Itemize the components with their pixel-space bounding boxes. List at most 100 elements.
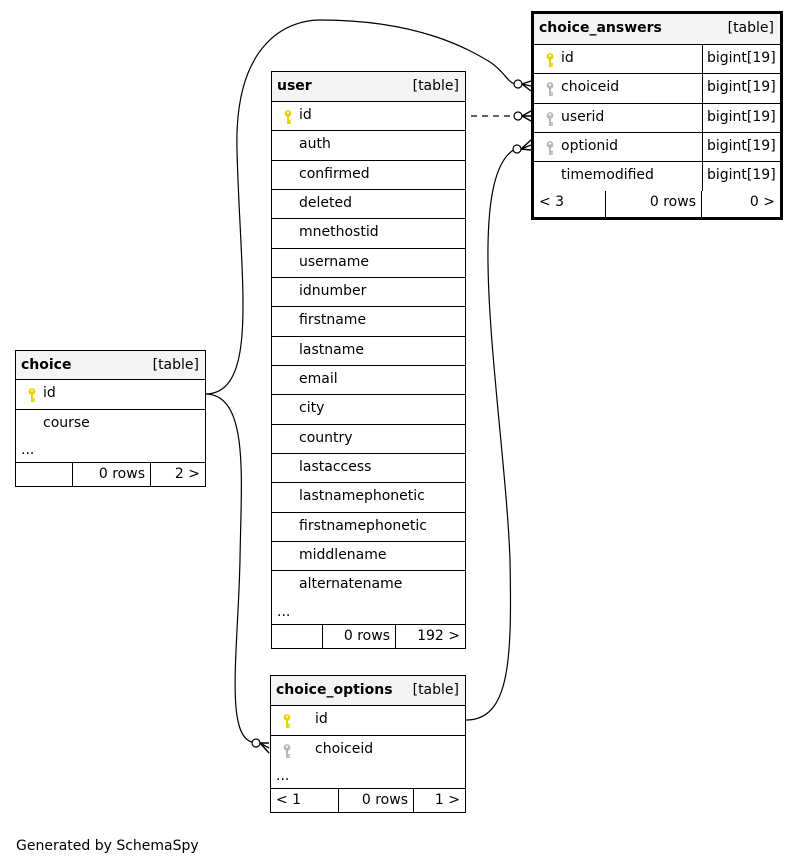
column-type: bigint[19] <box>702 74 780 103</box>
column-row[interactable]: middlename <box>272 542 465 572</box>
table-header: user [table] <box>272 72 465 102</box>
table-kind: [table] <box>727 20 774 36</box>
column-name: firstname <box>299 312 367 329</box>
column-name: confirmed <box>299 165 370 182</box>
optional-circle-marker <box>513 111 523 121</box>
column-row[interactable]: choiceid <box>271 736 465 766</box>
column-name: id <box>43 385 56 401</box>
parents-count[interactable] <box>272 624 323 648</box>
more-columns-ellipsis: ... <box>271 765 465 789</box>
children-count[interactable]: 0 > <box>749 194 775 211</box>
column-name: userid <box>561 108 605 125</box>
table-footer: < 3 0 rows 0 > <box>534 191 780 218</box>
primary-key-icon <box>544 52 556 68</box>
parents-count[interactable]: < 1 <box>271 789 339 812</box>
column-row[interactable]: city <box>272 395 465 425</box>
table-user[interactable]: user [table] id auth confirmed deleted mneth… <box>271 71 466 649</box>
column-row[interactable]: auth <box>272 131 465 161</box>
column-type: bigint[19] <box>702 162 780 192</box>
column-name: id <box>299 107 312 123</box>
column-row[interactable]: idnumber <box>272 278 465 308</box>
column-row[interactable]: username <box>272 249 465 278</box>
column-name: alternatename <box>299 576 403 593</box>
primary-key-icon <box>282 109 294 125</box>
column-type: bigint[19] <box>702 45 780 74</box>
column-row[interactable]: firstnamephonetic <box>272 513 465 542</box>
column-row[interactable]: id <box>271 706 465 736</box>
column-row[interactable]: deleted <box>272 190 465 220</box>
column-name: city <box>299 400 325 417</box>
column-row[interactable]: userid bigint[19] <box>534 103 780 133</box>
crows-foot-marker <box>521 80 532 92</box>
optional-circle-marker <box>251 738 261 748</box>
column-name: optionid <box>561 137 619 154</box>
column-row[interactable]: choiceid bigint[19] <box>534 74 780 104</box>
parents-count[interactable]: < 3 <box>534 191 606 218</box>
column-row[interactable]: timemodified bigint[19] <box>534 162 780 192</box>
children-count[interactable]: 1 > <box>434 792 460 808</box>
row-count: 0 rows <box>323 624 396 648</box>
relationship-line-choice-options-choiceid <box>204 393 253 743</box>
foreign-key-icon <box>544 81 556 97</box>
table-kind: [table] <box>412 78 459 94</box>
column-name: timemodified <box>561 167 654 184</box>
crows-foot-marker <box>521 110 532 122</box>
column-row[interactable]: email <box>272 366 465 396</box>
column-name: country <box>299 429 353 446</box>
table-name: choice_options <box>276 682 393 698</box>
column-name: lastname <box>299 341 364 358</box>
column-name: username <box>299 253 369 270</box>
column-row[interactable]: lastaccess <box>272 454 465 484</box>
column-row[interactable]: course <box>16 410 205 440</box>
column-name: email <box>299 370 338 387</box>
crows-foot-marker <box>520 139 532 151</box>
column-row[interactable]: id bigint[19] <box>534 45 780 75</box>
crows-foot-marker <box>259 742 270 754</box>
more-columns-ellipsis: ... <box>272 601 465 625</box>
column-name: deleted <box>299 194 352 211</box>
table-header: choice_options [table] <box>271 676 465 706</box>
column-row[interactable]: lastnamephonetic <box>272 483 465 513</box>
table-name: choice_answers <box>539 20 662 36</box>
table-footer: < 1 0 rows 1 > <box>271 789 465 812</box>
table-footer: 0 rows 2 > <box>16 463 205 486</box>
primary-key-icon <box>26 387 38 403</box>
table-name: user <box>277 78 312 94</box>
column-row[interactable]: mnethostid <box>272 219 465 249</box>
column-name: idnumber <box>299 282 367 299</box>
column-name: id <box>561 50 574 66</box>
parents-count[interactable] <box>16 463 73 486</box>
column-row[interactable]: lastname <box>272 337 465 366</box>
table-footer: 0 rows 192 > <box>272 624 465 648</box>
primary-key-icon <box>281 713 293 729</box>
row-count: 0 rows <box>73 463 151 486</box>
column-name: firstnamephonetic <box>299 517 427 534</box>
foreign-key-icon <box>544 140 556 156</box>
column-row[interactable]: alternatename <box>272 571 465 600</box>
column-row[interactable]: firstname <box>272 307 465 337</box>
row-count: 0 rows <box>606 191 702 218</box>
column-name: middlename <box>299 546 387 563</box>
table-kind: [table] <box>152 357 199 373</box>
relationship-line-choice-answers-choiceid <box>204 19 516 395</box>
optional-circle-marker <box>512 144 522 154</box>
relationship-line-choice-answers-optionid <box>465 148 516 721</box>
row-count: 0 rows <box>339 789 414 812</box>
children-count[interactable]: 2 > <box>174 466 200 482</box>
column-name: choiceid <box>561 79 620 96</box>
optional-circle-marker <box>513 79 523 89</box>
column-name: lastnamephonetic <box>299 488 425 505</box>
column-row[interactable]: id <box>16 380 205 410</box>
column-row[interactable]: id <box>272 102 465 132</box>
column-type: bigint[19] <box>702 103 780 132</box>
column-name: auth <box>299 136 331 153</box>
column-row[interactable]: country <box>272 425 465 454</box>
children-count[interactable]: 192 > <box>417 627 460 644</box>
table-name: choice <box>21 357 72 373</box>
column-row[interactable]: confirmed <box>272 161 465 190</box>
